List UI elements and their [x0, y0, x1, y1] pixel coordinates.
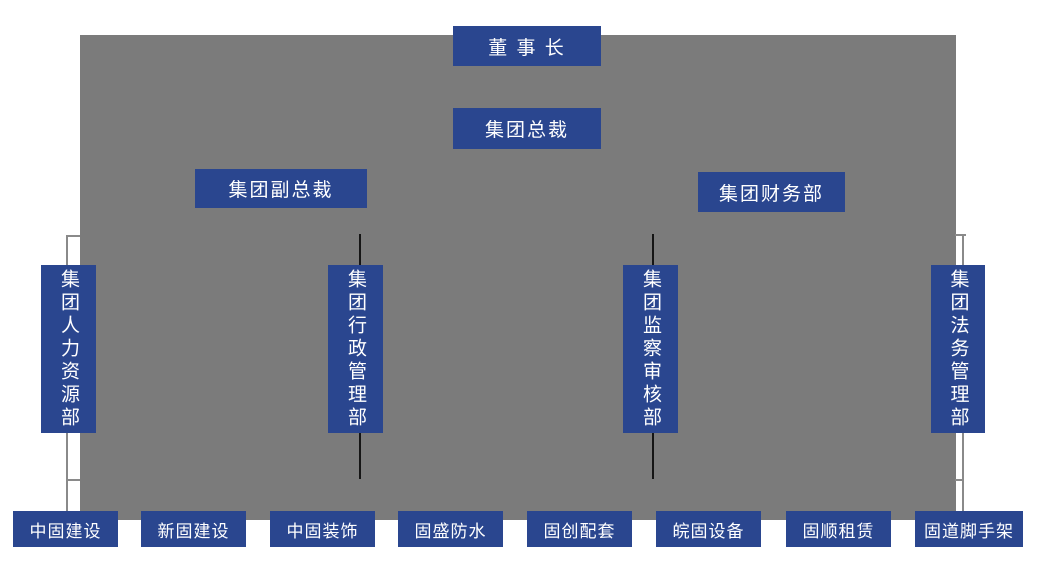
node-dept-human-resources: 集团人力资源部 — [41, 265, 96, 433]
node-dept-administration: 集团行政管理部 — [328, 265, 383, 433]
connector-tick-left-bottom — [66, 479, 80, 481]
node-subsidiary: 固盛防水 — [398, 511, 503, 547]
node-chairman: 董 事 长 — [453, 26, 601, 66]
node-group-president: 集团总裁 — [453, 108, 601, 149]
node-dept-supervision-audit: 集团监察审核部 — [623, 265, 678, 433]
node-subsidiary: 皖固设备 — [656, 511, 761, 547]
connector-tick-right-top — [955, 234, 966, 236]
node-group-finance-dept: 集团财务部 — [698, 172, 845, 212]
node-subsidiary: 固顺租赁 — [786, 511, 891, 547]
node-subsidiary: 中固建设 — [13, 511, 118, 547]
node-subsidiary: 固创配套 — [527, 511, 632, 547]
connector-tick-right-bottom — [955, 479, 963, 481]
node-subsidiary: 中固装饰 — [270, 511, 375, 547]
node-group-vice-president: 集团副总裁 — [195, 169, 367, 208]
node-subsidiary: 新固建设 — [141, 511, 246, 547]
node-subsidiary: 固道脚手架 — [915, 511, 1023, 547]
connector-tick-left-top — [66, 235, 80, 237]
node-dept-legal: 集团法务管理部 — [931, 265, 985, 433]
